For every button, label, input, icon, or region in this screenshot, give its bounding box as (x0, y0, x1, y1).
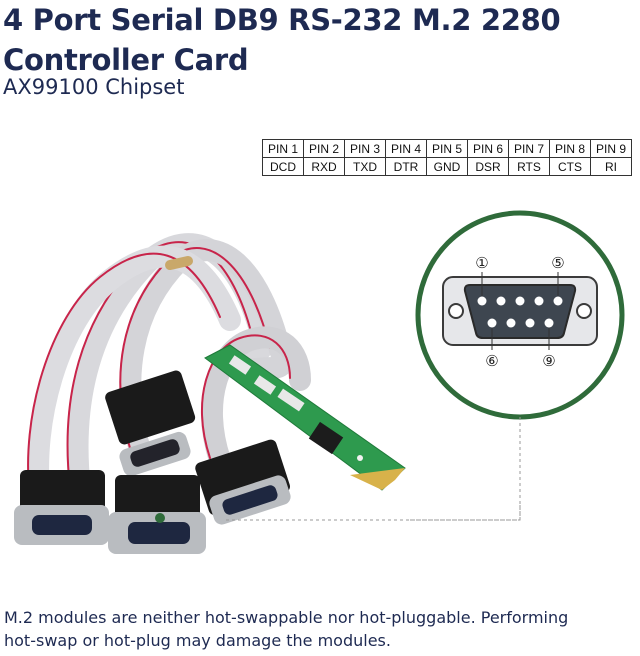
db9-connector (14, 470, 109, 545)
pin-signal-cell: TXD (344, 157, 386, 176)
pin-number-cell: PIN 7 (508, 139, 550, 158)
warning-line-1: M.2 modules are neither hot-swappable no… (4, 608, 569, 627)
pin-signal-row: DCD RXD TXD DTR GND DSR RTS CTS RI (262, 157, 632, 176)
pin-signal-cell: DCD (262, 157, 304, 176)
pinout-table: PIN 1 PIN 2 PIN 3 PIN 4 PIN 5 PIN 6 PIN … (262, 139, 632, 176)
pin-number-cell: PIN 8 (549, 139, 591, 158)
pin-signal-cell: DTR (385, 157, 427, 176)
db9-connector (195, 439, 291, 525)
pin-number-cell: PIN 1 (262, 139, 304, 158)
product-photo (14, 233, 406, 554)
pin-signal-cell: CTS (549, 157, 591, 176)
db9-connector (105, 370, 196, 477)
pin-number-cell: PIN 5 (426, 139, 468, 158)
connector-callout: ① ⑤ ⑥ ⑨ (410, 210, 625, 521)
pin-number-cell: PIN 9 (590, 139, 632, 158)
pin-number-cell: PIN 6 (467, 139, 509, 158)
pin-1-label: ① (475, 254, 488, 272)
hot-plug-warning: M.2 modules are neither hot-swappable no… (4, 606, 634, 652)
pin-signal-cell: DSR (467, 157, 509, 176)
title-line-1: 4 Port Serial DB9 RS-232 M.2 2280 (3, 3, 561, 37)
ribbon-cables (27, 233, 311, 511)
db9-connector (108, 475, 206, 554)
m2-board (204, 344, 406, 491)
pin-6-label: ⑥ (485, 352, 498, 370)
pin-signal-cell: RXD (303, 157, 345, 176)
pin-number-row: PIN 1 PIN 2 PIN 3 PIN 4 PIN 5 PIN 6 PIN … (262, 139, 632, 158)
pin-number-cell: PIN 2 (303, 139, 345, 158)
db9-face-diagram: ① ⑤ ⑥ ⑨ (442, 254, 598, 370)
pin-number-cell: PIN 4 (385, 139, 427, 158)
pin-signal-cell: GND (426, 157, 468, 176)
pin-number-cell: PIN 3 (344, 139, 386, 158)
pin-9-label: ⑨ (542, 352, 555, 370)
title-line-2: Controller Card (3, 43, 249, 77)
chipset-subtitle: AX99100 Chipset (3, 75, 185, 99)
warning-line-2: hot-swap or hot-plug may damage the modu… (4, 631, 391, 650)
pin-signal-cell: RTS (508, 157, 550, 176)
callout-leader-line (225, 505, 521, 521)
pin-signal-cell: RI (590, 157, 632, 176)
pin-5-label: ⑤ (551, 254, 564, 272)
page-title: 4 Port Serial DB9 RS-232 M.2 2280 Contro… (3, 0, 561, 80)
